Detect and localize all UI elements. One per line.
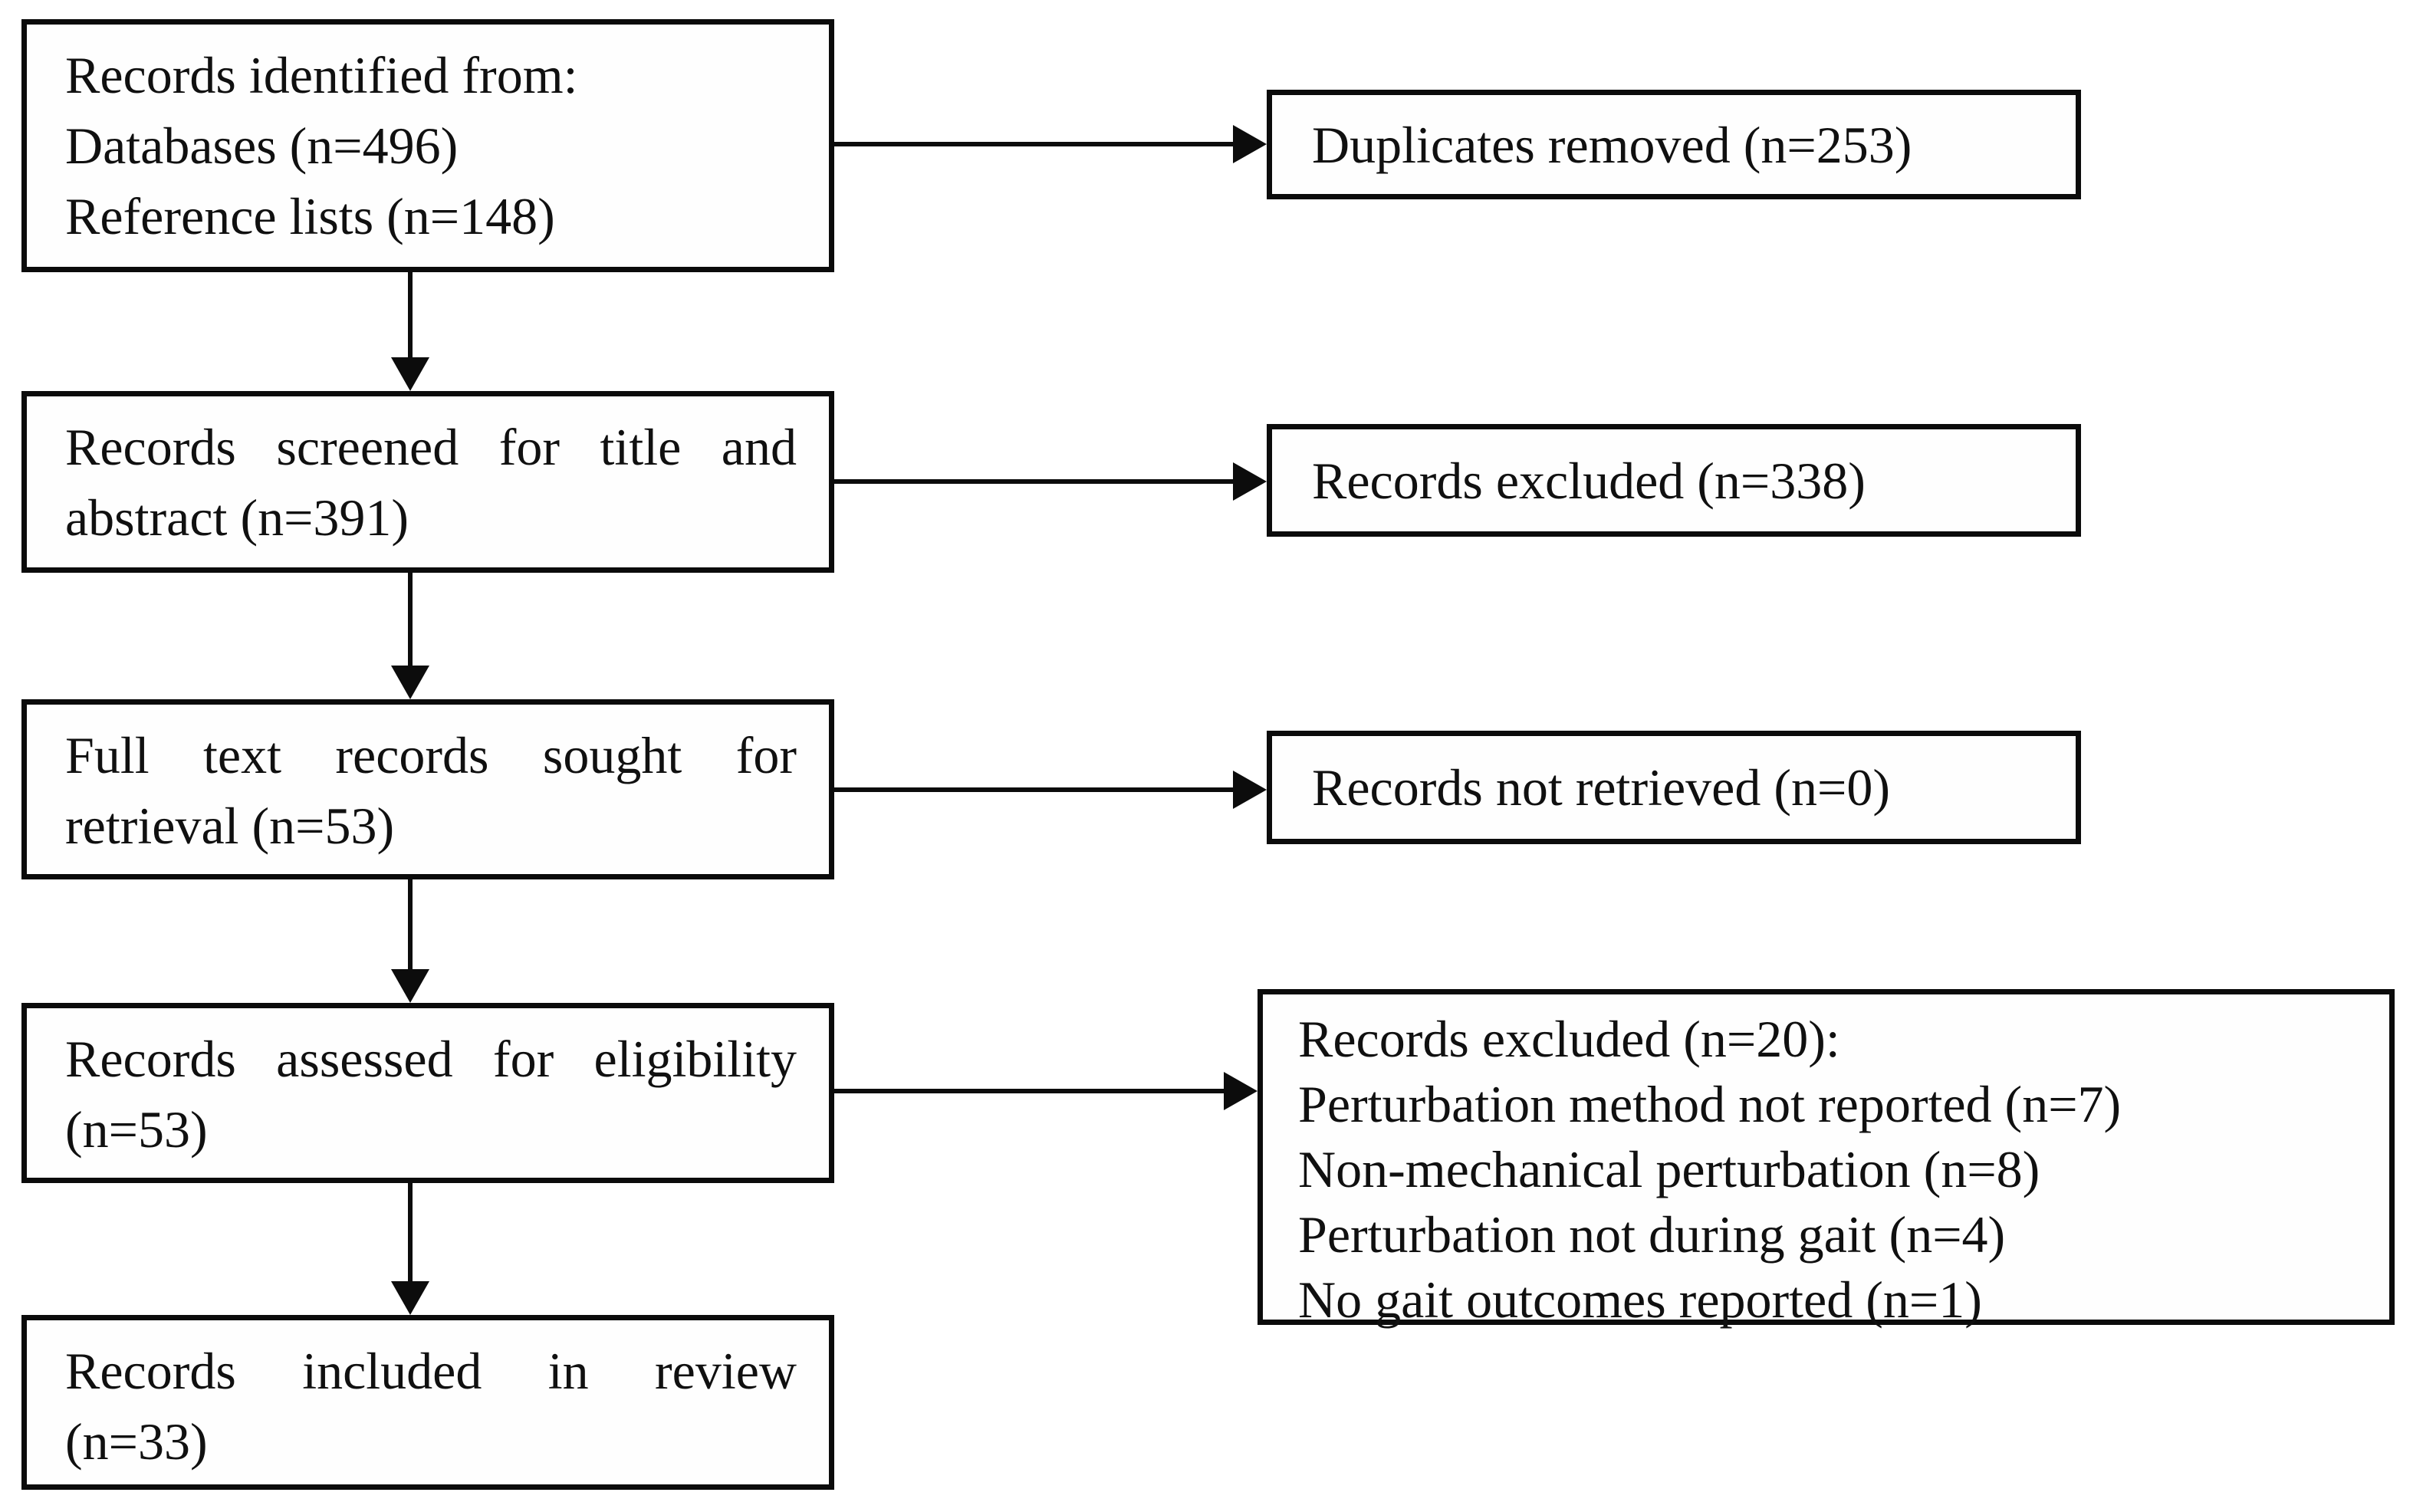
text-line: No gait outcomes reported (n=1) bbox=[1298, 1270, 1982, 1329]
box-records-excluded-screening: Records excluded (n=338) bbox=[1267, 424, 2081, 537]
connector-identified-to-screened bbox=[408, 272, 413, 359]
text-line: Perturbation method not reported (n=7) bbox=[1298, 1075, 2122, 1133]
arrowhead-down-icon bbox=[391, 969, 429, 1003]
box-records-included: Records included in review (n=33) bbox=[21, 1315, 834, 1490]
text-line: (n=53) bbox=[65, 1100, 208, 1159]
box-records-excluded-eligibility: Records excluded (n=20): Perturbation me… bbox=[1258, 989, 2395, 1329]
text-line: Reference lists (n=148) bbox=[65, 187, 555, 245]
text-line: Perturbation not during gait (n=4) bbox=[1298, 1205, 2006, 1264]
connector-assessed-to-included bbox=[408, 1183, 413, 1283]
text-line: Records identified from: bbox=[65, 46, 578, 104]
arrowhead-right-icon bbox=[1233, 771, 1267, 809]
connector-screened-to-sought bbox=[408, 573, 413, 667]
box-records-assessed: Records assessed for eligibility (n=53) bbox=[21, 1003, 834, 1183]
text-line: Full text records sought for bbox=[65, 726, 797, 784]
connector-screened-to-excluded bbox=[834, 479, 1236, 484]
text-line: Databases (n=496) bbox=[65, 117, 459, 175]
arrowhead-down-icon bbox=[391, 1281, 429, 1315]
arrowhead-down-icon bbox=[391, 357, 429, 391]
text-line: Non-mechanical perturbation (n=8) bbox=[1298, 1140, 2040, 1198]
text-line: abstract (n=391) bbox=[65, 488, 409, 547]
box-fulltext-sought: Full text records sought for retrieval (… bbox=[21, 699, 834, 879]
text-line: Records excluded (n=338) bbox=[1312, 451, 1866, 510]
text-line: retrieval (n=53) bbox=[65, 797, 395, 855]
arrowhead-right-icon bbox=[1233, 462, 1267, 501]
text-line: Records included in review bbox=[65, 1342, 797, 1400]
connector-sought-to-assessed bbox=[408, 879, 413, 971]
box-records-screened: Records screened for title and abstract … bbox=[21, 391, 834, 573]
arrowhead-right-icon bbox=[1224, 1072, 1258, 1110]
connector-sought-to-not-retrieved bbox=[834, 787, 1236, 792]
text-line: Records screened for title and bbox=[65, 418, 797, 476]
box-records-not-retrieved: Records not retrieved (n=0) bbox=[1267, 731, 2081, 844]
text-line: Duplicates removed (n=253) bbox=[1312, 115, 1912, 174]
text-line: Records not retrieved (n=0) bbox=[1312, 758, 1890, 817]
text-line: (n=33) bbox=[65, 1412, 208, 1471]
text-line: Records assessed for eligibility bbox=[65, 1030, 797, 1088]
arrowhead-down-icon bbox=[391, 666, 429, 699]
arrowhead-right-icon bbox=[1233, 125, 1267, 163]
box-duplicates-removed: Duplicates removed (n=253) bbox=[1267, 90, 2081, 199]
box-records-identified: Records identified from: Databases (n=49… bbox=[21, 19, 834, 272]
connector-assessed-to-excluded bbox=[834, 1089, 1227, 1093]
connector-identified-to-duplicates bbox=[834, 142, 1236, 146]
text-line: Records excluded (n=20): bbox=[1298, 1010, 1840, 1068]
